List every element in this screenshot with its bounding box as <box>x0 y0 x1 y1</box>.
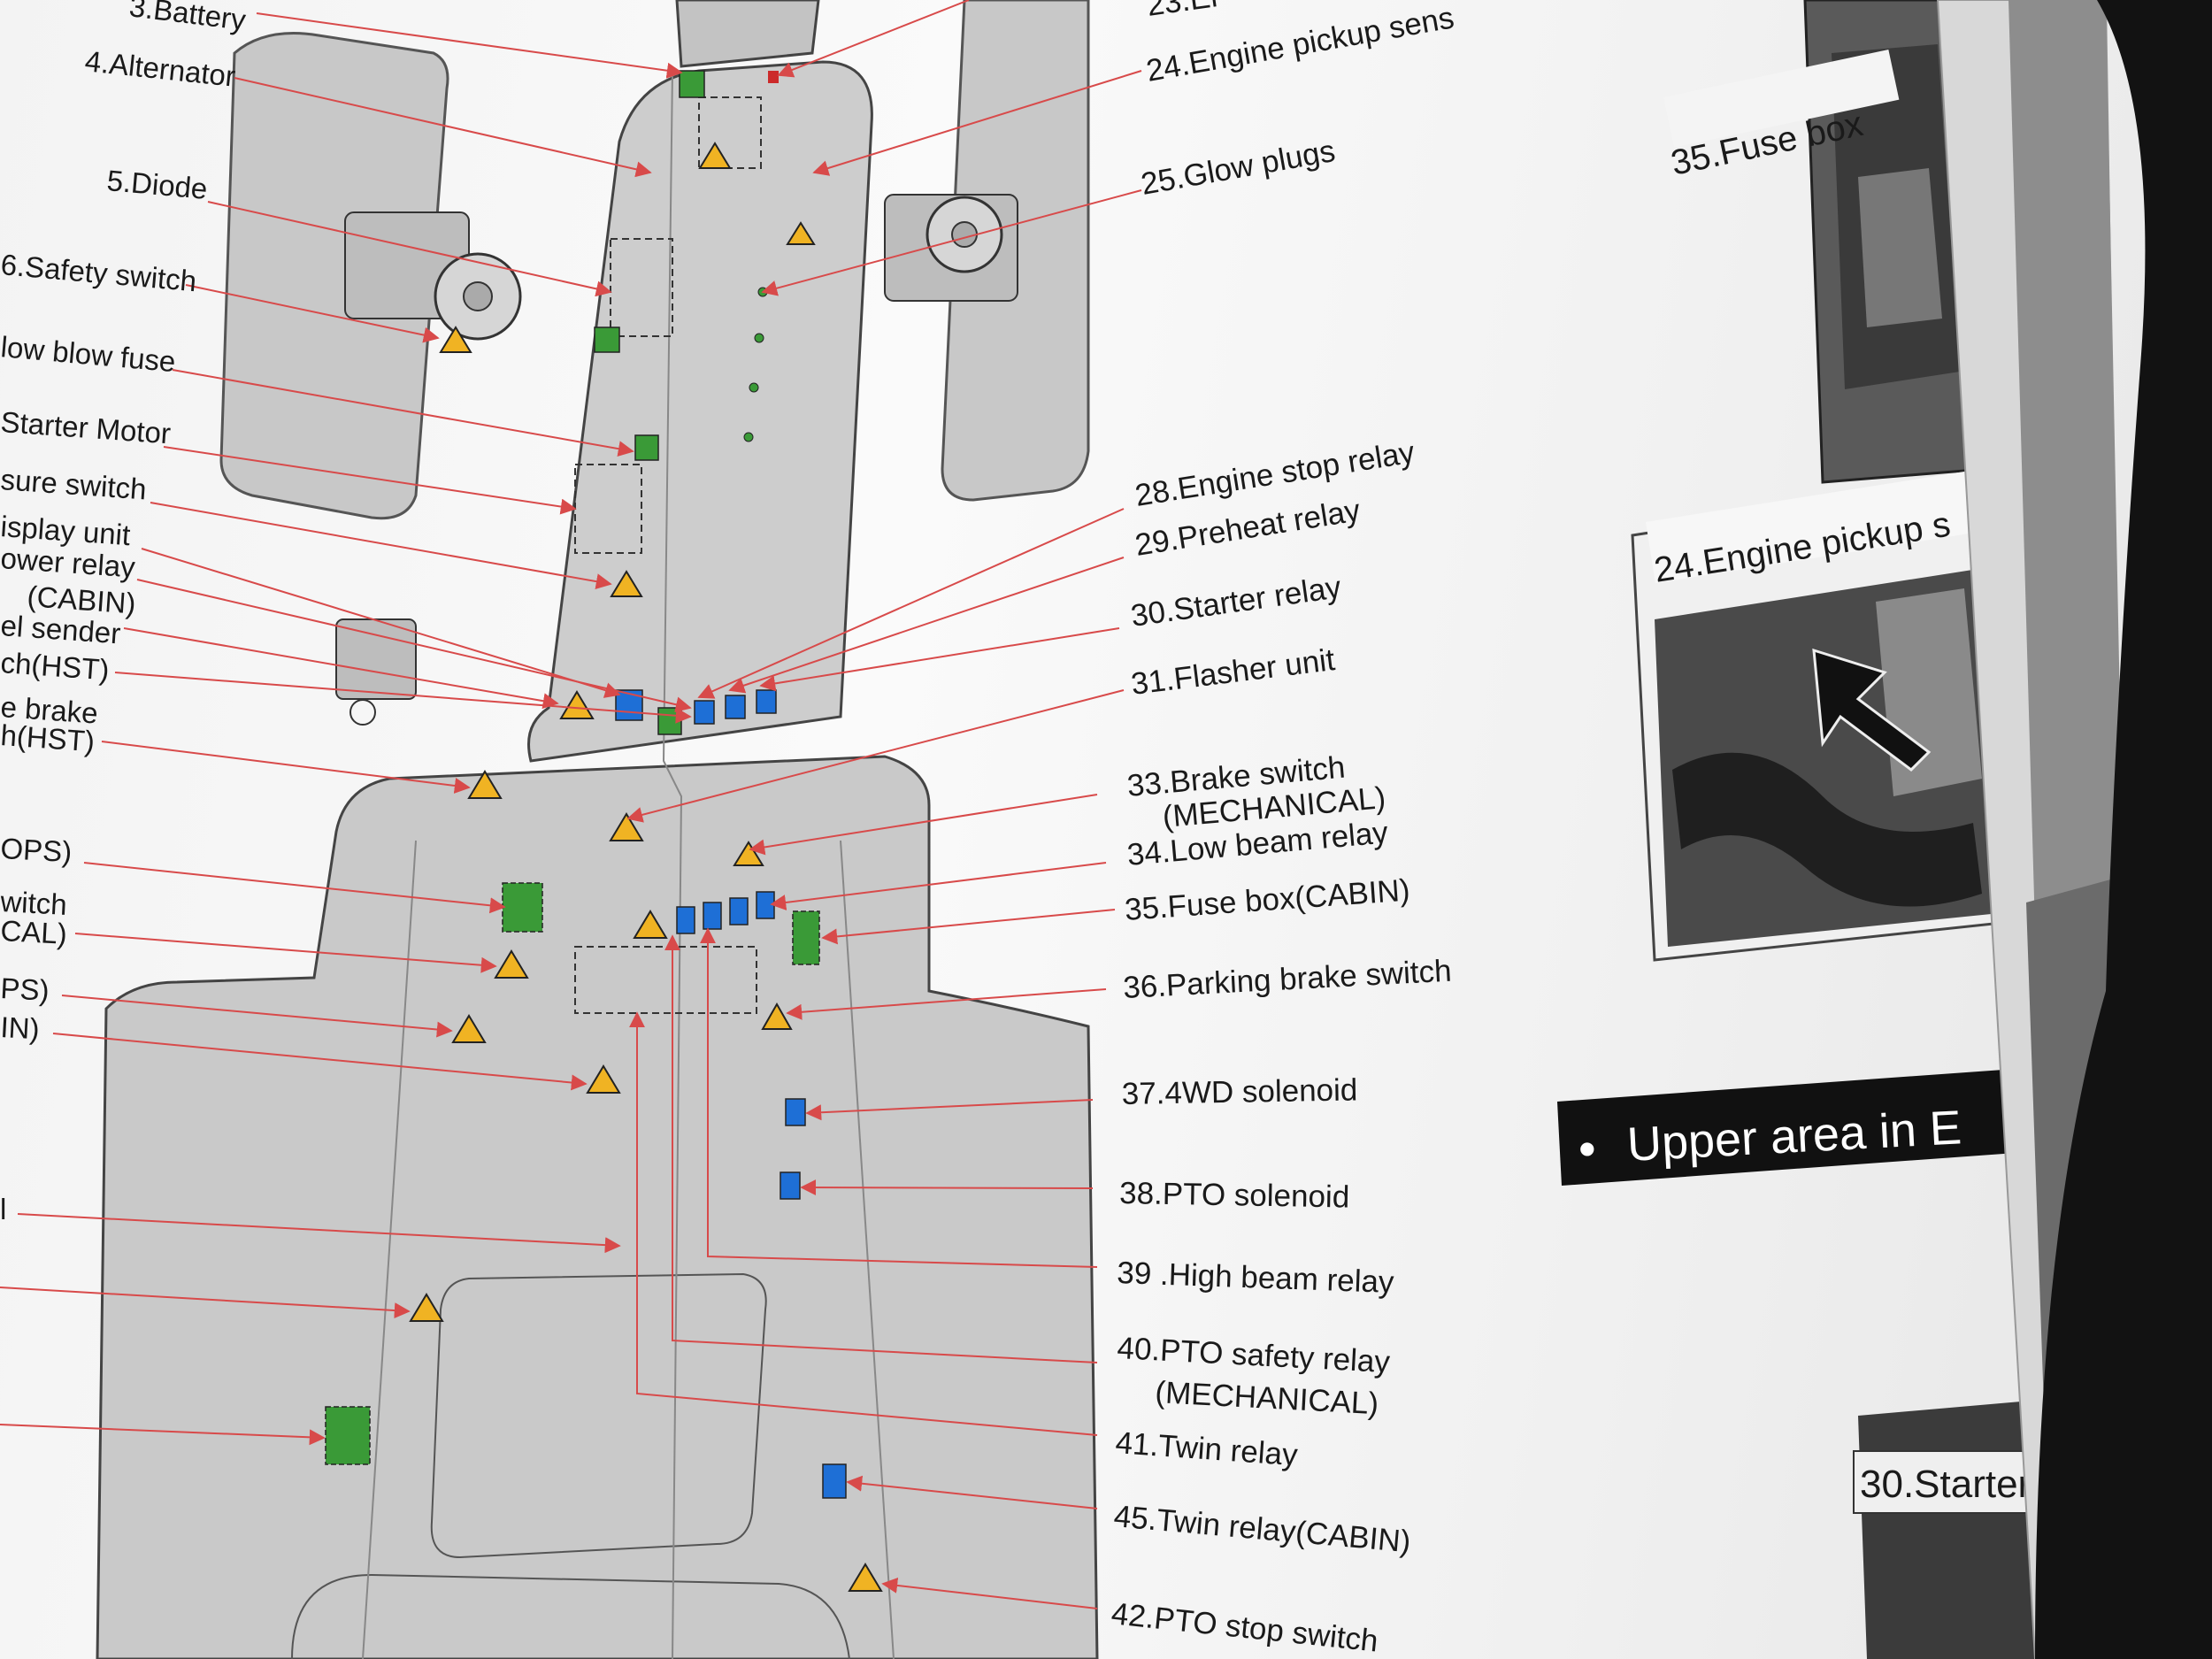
rear-connector-marker <box>325 1406 371 1465</box>
label-cut-1: l <box>0 1193 6 1225</box>
front-axle-left <box>335 211 522 726</box>
label-45: 45.Twin relay(CABIN) <box>1112 1499 1412 1559</box>
engine-stop-relay-mark <box>768 71 779 83</box>
label-cabin-b: IN) <box>0 1010 41 1045</box>
label-39: 39 .High beam relay <box>1117 1256 1395 1300</box>
label-battery: 3.Battery <box>127 0 248 36</box>
label-25: 25.Glow plugs <box>1139 134 1338 202</box>
photo-engine-pickup: 24.Engine pickup s <box>1631 465 2028 962</box>
label-35: 35.Fuse box(CABIN) <box>1124 873 1411 927</box>
left-leader-lines <box>0 12 692 1446</box>
hood-top <box>675 0 820 68</box>
parking-brake-marker <box>761 1002 793 1030</box>
left-labels: 3.Battery 4.Alternator 5.Diode 6.Safety … <box>0 0 248 1225</box>
photo-fuse-box: 35.Fuse box <box>1663 0 1988 484</box>
label-31: 31.Flasher unit <box>1129 642 1337 702</box>
label-36: 36.Parking brake switch <box>1122 954 1452 1005</box>
label-40b: (MECHANICAL) <box>1155 1375 1379 1421</box>
label-brake: e brake <box>0 690 99 730</box>
right-seam <box>840 840 895 1659</box>
label-42: 42.PTO stop switch <box>1110 1596 1379 1658</box>
label-switch-hst: ch(HST) <box>0 646 111 686</box>
label-rops: OPS) <box>0 832 73 868</box>
label-pressure-switch: sure switch <box>0 463 148 505</box>
center-seam <box>662 70 683 1659</box>
seat-switch-marker <box>633 910 668 939</box>
label-starter-motor: Starter Motor <box>0 405 172 449</box>
cab-floor <box>96 755 1099 1659</box>
fuse-marker <box>634 434 659 461</box>
label-37: 37.4WD solenoid <box>1121 1072 1357 1111</box>
overlapping-page <box>1936 0 2212 1659</box>
label-41: 41.Twin relay <box>1114 1425 1299 1472</box>
label-power-relay-cabin: (CABIN) <box>27 580 137 619</box>
label-28: 28.Engine stop relay <box>1133 434 1417 513</box>
dashed-box-3 <box>574 946 757 1014</box>
cabin-connector-marker <box>502 882 543 933</box>
twin-relay-marker <box>756 891 775 919</box>
engine-sensor-marker <box>786 221 816 245</box>
4wd-solenoid-marker <box>785 1098 806 1126</box>
connector-markers <box>325 70 820 1465</box>
left-seam <box>362 840 417 1659</box>
rear-left-tire <box>219 32 449 520</box>
safety-switch-marker <box>439 326 472 353</box>
bottom-curve <box>291 1573 850 1659</box>
pressure-switch-marker <box>610 570 643 597</box>
glow-plug-2 <box>754 333 764 343</box>
pto-solenoid-marker <box>780 1171 801 1200</box>
label-23: 23.Er <box>1145 0 1224 23</box>
fuse-box-cabin-marker <box>792 910 820 965</box>
glow-plug-3 <box>749 382 759 393</box>
cabin-switch-marker <box>586 1064 621 1094</box>
rops-b-marker <box>451 1014 487 1043</box>
label-slow-blow-fuse: low blow fuse <box>0 330 177 378</box>
alternator-marker <box>698 142 732 169</box>
fuel-sender-marker <box>559 690 595 719</box>
front-axle-right <box>884 194 1018 302</box>
low-beam-relay-marker <box>676 906 695 934</box>
rear-switch-marker <box>409 1293 444 1322</box>
pto-stop-switch-marker <box>848 1563 883 1592</box>
right-labels: 23.Er 24.Engine pickup sens 25.Glow plug… <box>1110 0 1456 1659</box>
label-mechanical-a: CAL) <box>0 914 68 950</box>
glow-plug-4 <box>743 432 754 442</box>
relay-markers <box>615 689 847 1499</box>
diode-marker <box>594 326 620 353</box>
brake-switch-hst-marker <box>467 770 503 799</box>
right-leader-lines <box>626 0 1142 1609</box>
engine-stop-relay-marker <box>694 700 715 725</box>
engine-hood <box>527 60 873 763</box>
display-connector-marker <box>657 707 682 735</box>
banner: • Upper area in E <box>1557 1066 2053 1186</box>
label-rops-b: PS) <box>0 972 50 1007</box>
label-alternator: 4.Alternator <box>83 44 237 93</box>
label-safety-switch: 6.Safety switch <box>0 248 198 297</box>
banner-bullet: • <box>1577 1120 1597 1177</box>
label-switch-hst-2: h(HST) <box>0 718 96 757</box>
label-switch-a: witch <box>0 885 68 921</box>
seat-area <box>430 1272 767 1559</box>
rops-switch-marker <box>494 949 529 979</box>
starter-caption: 30.Starter <box>1860 1463 2031 1506</box>
twin-relay-cabin-marker <box>822 1463 847 1499</box>
center-switch-marker <box>609 812 644 841</box>
battery-marker <box>679 70 705 98</box>
label-40: 40.PTO safety relay <box>1117 1331 1392 1379</box>
label-30: 30.Starter relay <box>1129 570 1344 634</box>
starter-relay-marker <box>756 689 777 714</box>
switch-markers <box>409 142 883 1592</box>
label-diode: 5.Diode <box>105 164 209 205</box>
power-relay-marker <box>615 689 643 721</box>
pickup-arrow-icon <box>1812 648 1932 772</box>
label-38: 38.PTO solenoid <box>1119 1176 1350 1215</box>
preheat-relay-marker <box>725 695 746 719</box>
high-beam-relay-marker <box>703 902 722 930</box>
pto-safety-relay-marker <box>729 897 749 926</box>
